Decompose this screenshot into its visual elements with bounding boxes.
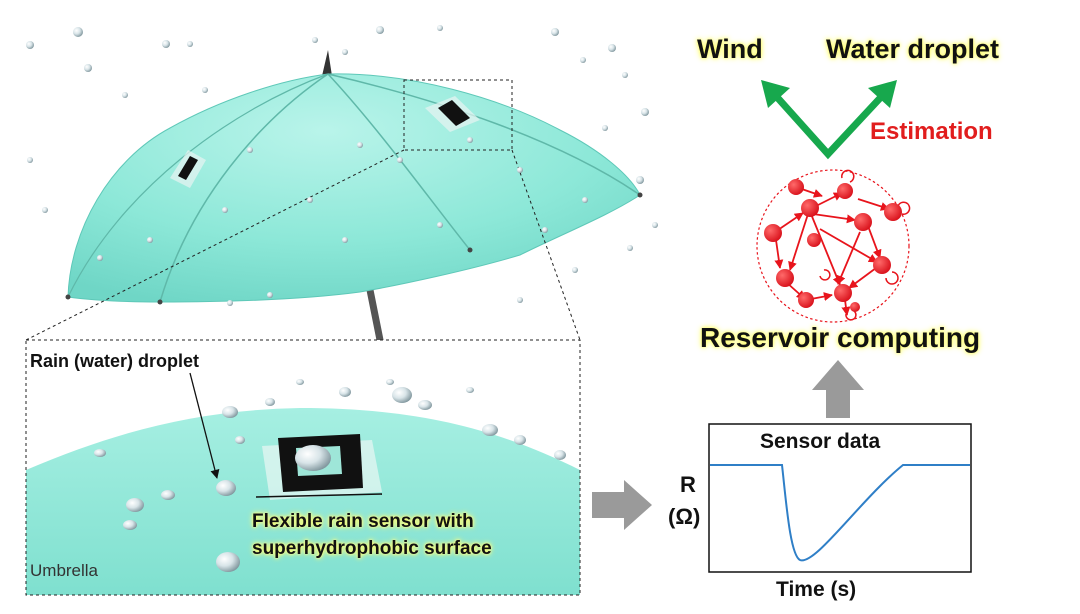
estimation-label: Estimation (870, 118, 993, 145)
rain-sensor-icon (425, 96, 480, 132)
wind-label: Wind (697, 34, 763, 64)
water-droplet-label: Water droplet (826, 34, 1000, 64)
umbrella-label: Umbrella (30, 561, 99, 580)
estimation-arrows (761, 80, 897, 160)
sensor-data-title: Sensor data (760, 430, 881, 453)
reservoir-network-icon (756, 169, 911, 323)
umbrella-illustration (25, 50, 643, 344)
sensor-description-line2: superhydrophobic surface (252, 538, 492, 559)
flow-arrow-up (812, 360, 864, 418)
rain-sensor-icon (255, 434, 383, 500)
reservoir-computing-label: Reservoir computing (700, 322, 981, 353)
r-axis-label: R (680, 472, 696, 497)
rain-drops (26, 25, 658, 306)
rain-sensor-icon (170, 150, 206, 188)
rain-droplet-label: Rain (water) droplet (30, 351, 200, 371)
flow-arrow-right (592, 480, 652, 530)
sensor-closeup (25, 339, 581, 596)
r-unit-label: (Ω) (668, 504, 701, 529)
sensor-description-line1: Flexible rain sensor with (252, 511, 474, 532)
sensor-data-plot (708, 423, 972, 573)
time-axis-label: Time (s) (776, 578, 857, 601)
signal-line (710, 464, 970, 562)
